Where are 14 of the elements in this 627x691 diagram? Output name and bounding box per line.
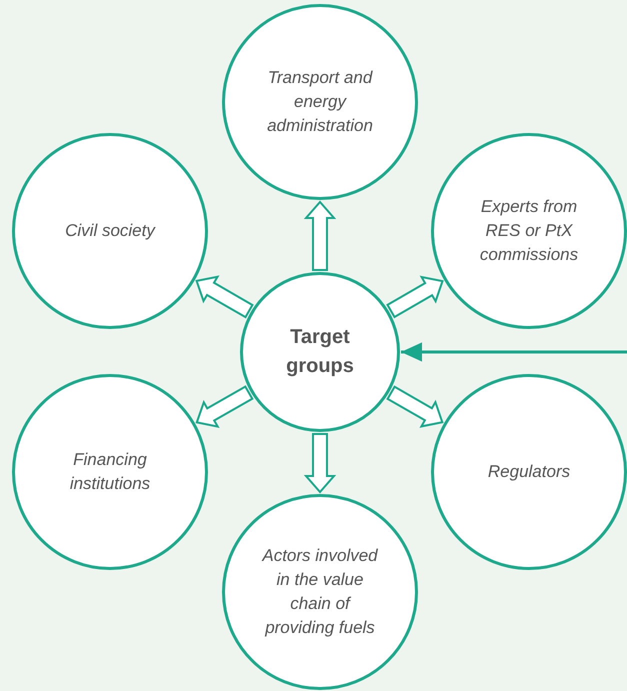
block-arrow [195,275,254,318]
block-arrow [304,433,336,494]
node-label: Experts from RES or PtX commissions [478,196,580,266]
node-label: Financing institutions [68,449,152,495]
node-label: Transport and energy administration [266,67,374,137]
node-label: Regulators [486,461,572,483]
node-label: Civil society [64,220,157,242]
block-arrow [304,200,336,271]
block-arrow [386,276,444,318]
block-arrow [386,385,444,428]
node-label: Target groups [285,325,355,379]
arrow [401,342,627,362]
node-label: Actors involved in the value chain of providing fuels [260,545,379,639]
block-arrow [195,385,254,428]
